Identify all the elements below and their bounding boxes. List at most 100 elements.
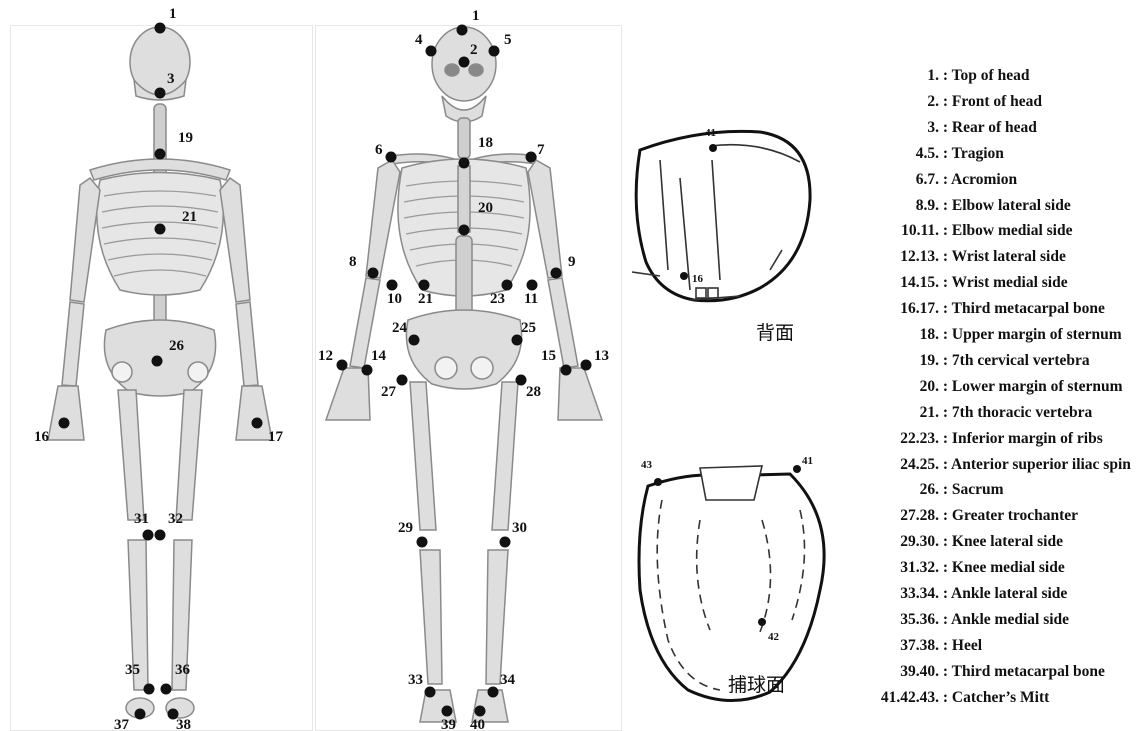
front-marker-dot-27 <box>397 375 408 386</box>
legend-text: : Heel <box>939 637 982 654</box>
back-skeleton <box>48 27 272 718</box>
legend-number: 21. <box>812 401 939 425</box>
legend-row: 33.34. : Ankle lateral side <box>812 582 1067 606</box>
mitt-back-caption: 背面 <box>756 318 794 345</box>
legend-number: 29.30. <box>812 530 939 554</box>
legend-text: : Elbow medial side <box>939 222 1072 239</box>
front-marker-label-25: 25 <box>521 320 536 336</box>
front-marker-dot-14 <box>362 365 373 376</box>
legend-text: : Third metacarpal bone <box>939 663 1105 680</box>
legend-number: 6.7. <box>812 168 939 192</box>
back-marker-dot-37 <box>135 709 146 720</box>
mitt-front-marker-label-43: 43 <box>641 459 653 471</box>
legend-text: : 7th cervical vertebra <box>939 352 1090 369</box>
legend-row: 26. : Sacrum <box>812 478 1004 502</box>
front-marker-label-27: 27 <box>381 384 397 400</box>
mitt-back-marker-label-16: 16 <box>692 273 704 285</box>
front-marker-dot-10 <box>387 280 398 291</box>
front-marker-label-28: 28 <box>526 384 541 400</box>
back-marker-label-36: 36 <box>175 662 191 678</box>
back-marker-dot-1 <box>155 23 166 34</box>
front-marker-dot-23 <box>502 280 513 291</box>
back-marker-dot-32 <box>155 530 166 541</box>
legend-text: : Tragion <box>939 145 1004 162</box>
front-marker-dot-5 <box>489 46 500 57</box>
front-marker-dot-24 <box>409 335 420 346</box>
legend-row: 21. : 7th thoracic vertebra <box>812 401 1092 425</box>
legend-number: 14.15. <box>812 271 939 295</box>
legend-text: : Rear of head <box>939 119 1037 136</box>
front-marker-dot-4 <box>426 46 437 57</box>
front-marker-label-13: 13 <box>594 348 609 364</box>
legend-row: 37.38. : Heel <box>812 634 982 658</box>
legend-row: 6.7. : Acromion <box>812 168 1017 192</box>
legend-row: 2. : Front of head <box>812 90 1042 114</box>
legend-row: 12.13. : Wrist lateral side <box>812 245 1066 269</box>
back-marker-label-16: 16 <box>34 429 50 445</box>
front-marker-label-39: 39 <box>441 717 456 731</box>
back-marker-label-31: 31 <box>134 511 149 527</box>
legend-row: 14.15. : Wrist medial side <box>812 271 1068 295</box>
back-marker-dot-21 <box>155 224 166 235</box>
legend-row: 27.28. : Greater trochanter <box>812 504 1078 528</box>
mitt-back-drawing <box>632 131 810 300</box>
front-marker-dot-25 <box>512 335 523 346</box>
legend-text: : Ankle lateral side <box>939 585 1067 602</box>
front-marker-label-40: 40 <box>470 717 485 731</box>
legend-number: 16.17. <box>812 297 939 321</box>
legend-text: : Anterior superior iliac spin <box>939 456 1131 473</box>
legend-row: 20. : Lower margin of sternum <box>812 375 1123 399</box>
back-marker-dot-19 <box>155 149 166 160</box>
front-marker-dot-33 <box>425 687 436 698</box>
legend-number: 27.28. <box>812 504 939 528</box>
legend-number: 37.38. <box>812 634 939 658</box>
legend-number: 39.40. <box>812 660 939 684</box>
front-marker-label-21: 21 <box>418 291 433 307</box>
mitt-back-marker-label-41: 41 <box>705 127 716 139</box>
front-marker-label-5: 5 <box>504 32 512 48</box>
back-marker-dot-17 <box>252 418 263 429</box>
front-marker-dot-9 <box>551 268 562 279</box>
back-marker-label-26: 26 <box>169 338 185 354</box>
front-marker-label-6: 6 <box>375 142 383 158</box>
legend-text: : 7th thoracic vertebra <box>939 404 1092 421</box>
legend-text: : Inferior margin of ribs <box>939 430 1103 447</box>
legend-number: 1. <box>812 64 939 88</box>
front-marker-label-23: 23 <box>490 291 505 307</box>
front-marker-label-2: 2 <box>470 42 478 58</box>
legend-number: 20. <box>812 375 939 399</box>
front-marker-dot-6 <box>386 152 397 163</box>
back-marker-dot-26 <box>152 356 163 367</box>
legend-number: 18. <box>812 323 939 347</box>
legend-row: 16.17. : Third metacarpal bone <box>812 297 1105 321</box>
legend-number: 3. <box>812 116 939 140</box>
legend-row: 19. : 7th cervical vertebra <box>812 349 1090 373</box>
back-marker-label-32: 32 <box>168 511 183 527</box>
back-marker-dot-35 <box>144 684 155 695</box>
front-marker-label-29: 29 <box>398 520 413 536</box>
legend-text: : Front of head <box>939 93 1042 110</box>
back-marker-label-19: 19 <box>178 130 193 146</box>
front-marker-label-1: 1 <box>472 8 480 24</box>
front-marker-label-14: 14 <box>371 348 387 364</box>
legend-number: 2. <box>812 90 939 114</box>
front-marker-dot-2 <box>459 57 470 68</box>
back-marker-label-37: 37 <box>114 717 130 731</box>
legend-row: 41.42.43. : Catcher’s Mitt <box>812 686 1049 710</box>
legend-text: : Greater trochanter <box>939 507 1078 524</box>
legend-text: : Wrist lateral side <box>939 248 1066 265</box>
legend-number: 19. <box>812 349 939 373</box>
legend-row: 35.36. : Ankle medial side <box>812 608 1069 632</box>
front-marker-dot-20 <box>459 225 470 236</box>
back-marker-dot-31 <box>143 530 154 541</box>
front-marker-dot-18 <box>459 158 470 169</box>
legend-number: 26. <box>812 478 939 502</box>
legend-number: 10.11. <box>812 219 939 243</box>
front-marker-dot-21 <box>419 280 430 291</box>
legend-row: 29.30. : Knee lateral side <box>812 530 1063 554</box>
back-marker-label-21: 21 <box>182 209 197 225</box>
legend-text: : Ankle medial side <box>939 611 1069 628</box>
front-marker-dot-40 <box>475 706 486 717</box>
legend-row: 3. : Rear of head <box>812 116 1037 140</box>
front-marker-dot-13 <box>581 360 592 371</box>
